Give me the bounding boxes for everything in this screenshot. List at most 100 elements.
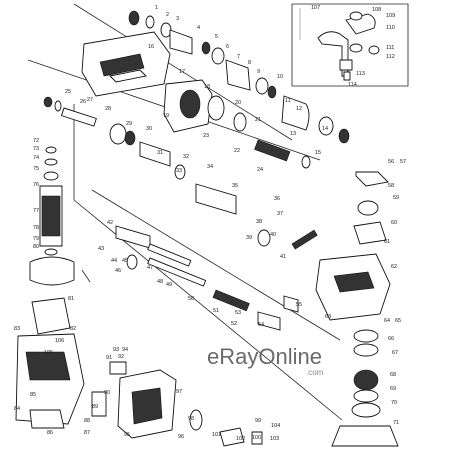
callout-79: 79 — [33, 236, 39, 242]
callout-22: 22 — [234, 148, 240, 154]
callout-43: 43 — [98, 246, 104, 252]
callout-77: 77 — [33, 208, 39, 214]
callout-11: 11 — [285, 98, 291, 104]
callout-80: 80 — [33, 244, 39, 250]
callout-73: 73 — [33, 146, 39, 152]
callout-38: 38 — [256, 219, 262, 225]
callout-104: 104 — [271, 423, 280, 429]
callout-26: 26 — [80, 99, 86, 105]
callout-68: 68 — [390, 372, 396, 378]
callout-36: 36 — [274, 196, 280, 202]
callout-4: 4 — [197, 25, 200, 31]
callout-16: 16 — [148, 44, 154, 50]
callout-75: 75 — [33, 166, 39, 172]
callout-83: 83 — [14, 326, 20, 332]
callout-70: 70 — [391, 400, 397, 406]
callout-106: 106 — [55, 338, 64, 344]
callout-1: 1 — [155, 5, 158, 11]
callout-82: 82 — [70, 326, 76, 332]
callout-112: 112 — [386, 54, 395, 60]
watermark: eRayOnline .com — [207, 344, 324, 377]
callout-63: 63 — [325, 314, 331, 320]
callout-67: 67 — [392, 350, 398, 356]
callout-105: 105 — [44, 350, 53, 356]
callout-71: 71 — [393, 420, 399, 426]
callout-44: 44 — [111, 258, 117, 264]
callout-86: 86 — [47, 430, 53, 436]
callout-92: 92 — [118, 354, 124, 360]
callout-113: 113 — [356, 71, 365, 77]
callout-102: 102 — [236, 436, 245, 442]
callout-56: 56 — [388, 159, 394, 165]
callout-57: 57 — [400, 159, 406, 165]
callout-96: 96 — [178, 434, 184, 440]
callout-8: 8 — [248, 60, 251, 66]
callout-48: 48 — [157, 279, 163, 285]
callout-27: 27 — [87, 97, 93, 103]
callout-107: 107 — [311, 5, 320, 11]
callout-39: 39 — [246, 235, 252, 241]
callout-98: 98 — [188, 416, 194, 422]
callout-89: 89 — [92, 404, 98, 410]
callout-15: 15 — [315, 150, 321, 156]
callout-87: 87 — [84, 430, 90, 436]
callout-93: 93 — [113, 347, 119, 353]
callout-59: 59 — [393, 195, 399, 201]
callout-10: 10 — [277, 74, 283, 80]
callout-58: 58 — [388, 183, 394, 189]
callout-64: 64 — [384, 318, 390, 324]
callout-69: 69 — [390, 386, 396, 392]
gear-housing — [163, 79, 247, 133]
callout-19: 19 — [163, 113, 169, 119]
callout-9: 9 — [257, 69, 260, 75]
handle-group — [91, 361, 263, 447]
callout-85: 85 — [30, 392, 36, 398]
callout-52: 52 — [231, 321, 237, 327]
callout-24: 24 — [257, 167, 263, 173]
callout-37: 37 — [277, 211, 283, 217]
callout-94: 94 — [122, 347, 128, 353]
callout-46: 46 — [115, 268, 121, 274]
callout-61: 61 — [384, 239, 390, 245]
callout-13: 13 — [290, 131, 296, 137]
callout-51: 51 — [213, 308, 219, 314]
callout-7: 7 — [237, 54, 240, 60]
callout-62: 62 — [391, 264, 397, 270]
callout-91: 91 — [106, 355, 112, 361]
callout-55: 55 — [296, 302, 302, 308]
callout-41: 41 — [280, 254, 286, 260]
callout-47: 47 — [147, 265, 153, 271]
callout-81: 81 — [68, 296, 74, 302]
watermark-brand: eRayOnline — [207, 344, 322, 369]
callout-90: 90 — [104, 390, 110, 396]
callout-65: 65 — [395, 318, 401, 324]
callout-54: 54 — [258, 322, 264, 328]
spindle-group — [43, 96, 311, 215]
front-barrel-group — [128, 10, 350, 144]
callout-18: 18 — [204, 84, 210, 90]
callout-17: 17 — [179, 69, 185, 75]
callout-35: 35 — [232, 183, 238, 189]
callout-14: 14 — [322, 126, 328, 132]
callout-20: 20 — [235, 100, 241, 106]
callout-78: 78 — [33, 225, 39, 231]
callout-5: 5 — [215, 34, 218, 40]
callout-88: 88 — [84, 418, 90, 424]
callout-23: 23 — [203, 133, 209, 139]
callout-29: 29 — [126, 121, 132, 127]
callout-6: 6 — [226, 44, 229, 50]
callout-28: 28 — [105, 106, 111, 112]
callout-60: 60 — [391, 220, 397, 226]
callout-97: 97 — [176, 389, 182, 395]
watermark-domain: .com — [306, 368, 324, 377]
callout-42: 42 — [107, 220, 113, 226]
callout-53: 53 — [235, 310, 241, 316]
callout-99: 99 — [255, 418, 261, 424]
callout-74: 74 — [33, 155, 39, 161]
callout-72: 72 — [33, 138, 39, 144]
callout-111: 111 — [386, 45, 394, 51]
callout-108: 108 — [372, 7, 381, 13]
callout-95: 95 — [124, 432, 130, 438]
